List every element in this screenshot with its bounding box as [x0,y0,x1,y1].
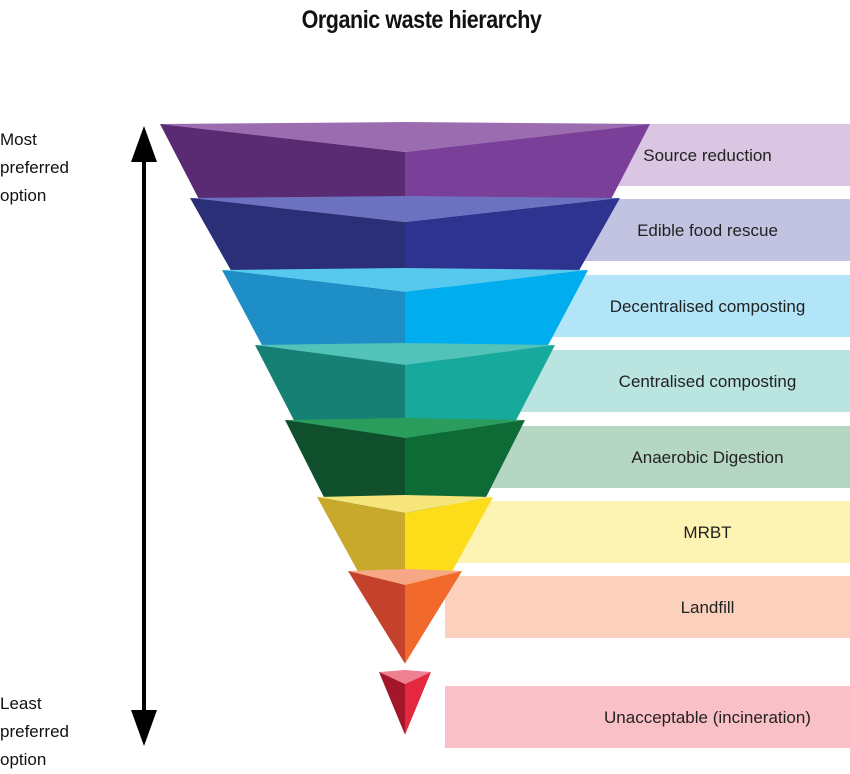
level-3-group: Decentralised composting [222,268,850,368]
level-8-right-face [405,672,431,742]
level-6-band [445,501,850,563]
level-8-top-face-front [379,672,431,684]
level-4-label: Centralised composting [619,372,797,391]
level-7-top-face-front [348,571,462,585]
level-8-label: Unacceptable (incineration) [604,708,811,727]
level-5-group: Anaerobic Digestion [285,418,850,520]
level-7-left-face [348,571,405,672]
level-6-right-face [405,497,493,594]
level-6-label: MRBT [683,523,731,542]
level-2-label: Edible food rescue [637,221,778,240]
level-6-top-face-front [317,497,493,513]
level-7-band [445,576,850,638]
level-2-left-face [190,198,405,292]
most-preferred-label: Most preferred option [0,126,110,210]
level-5-right-face [405,420,525,520]
diagram-canvas: Organic waste hierarchy Most preferred o… [0,6,850,769]
level-3-left-face [222,270,405,368]
level-7-label: Landfill [681,598,735,617]
level-1-group: Source reduction [160,122,850,218]
level-6-group: MRBT [317,495,850,594]
level-5-top-face-back [285,418,525,420]
level-5-left-face [285,420,405,520]
level-2-top-face-front [190,198,620,222]
level-7-right-face [405,571,462,672]
level-2-group: Edible food rescue [190,196,850,292]
most-preferred-line-2: option [0,186,47,205]
level-4-top-face-front [255,345,555,365]
level-8-left-face [379,672,405,742]
level-6-top-face-back [317,495,493,497]
level-5-top-face-front [285,420,525,438]
level-1-left-face [160,124,405,218]
least-preferred-line-1: Least preferred [0,694,69,741]
arrow-head-down [131,710,157,746]
level-3-right-face [405,270,588,368]
level-1-right-face [405,124,650,218]
preference-arrow [131,126,157,746]
level-5-label: Anaerobic Digestion [631,448,783,467]
level-8-top-face-back [379,670,431,672]
level-1-top-face-front [160,124,650,152]
level-2-top-face-back [190,196,620,198]
level-3-top-face-back [222,268,588,270]
level-2-right-face [405,198,620,292]
level-7-top-face-back [348,569,462,571]
level-8-band [445,686,850,748]
level-8-group: Unacceptable (incineration) [379,670,850,748]
most-preferred-line-1: Most preferred [0,130,69,177]
level-1-top-face-back [160,122,650,124]
level-1-label: Source reduction [643,146,772,165]
level-4-top-face-back [255,343,555,345]
level-7-group: Landfill [348,569,850,672]
diagram-title: Organic waste hierarchy [301,6,542,34]
level-6-left-face [317,497,405,594]
arrow-head-up [131,126,157,162]
level-3-top-face-front [222,270,588,292]
level-3-label: Decentralised composting [610,297,806,316]
